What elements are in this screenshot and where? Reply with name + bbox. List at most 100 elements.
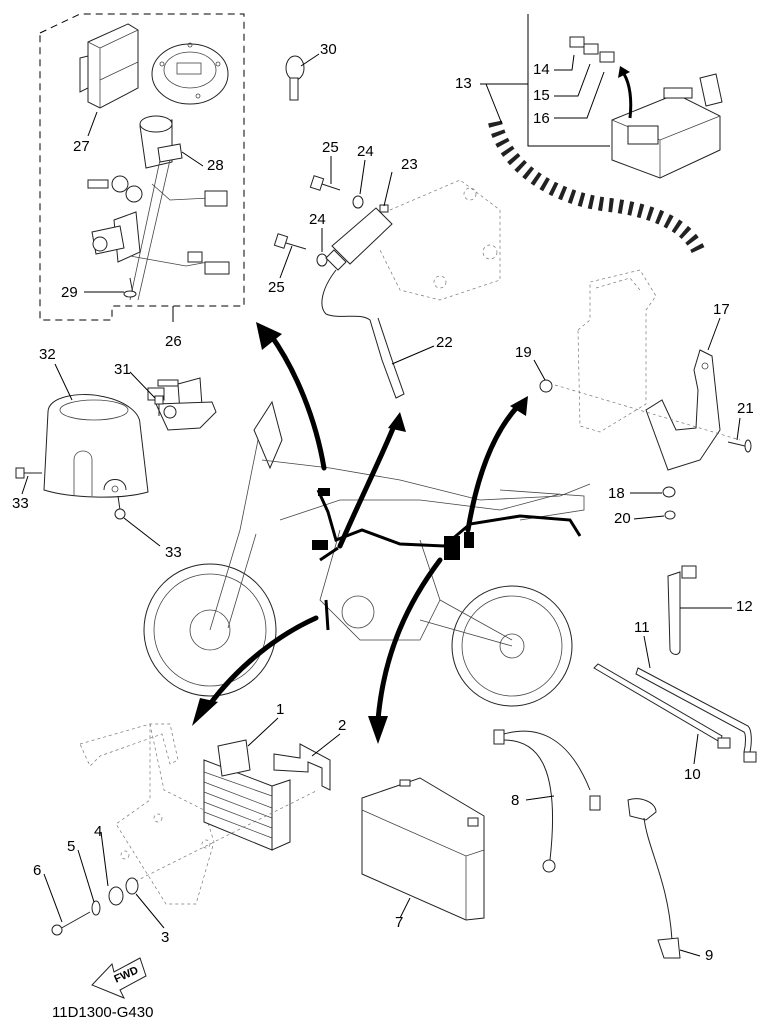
reference-code: 11D1300-G430 bbox=[52, 1004, 154, 1021]
screw-33-left-icon bbox=[15, 467, 42, 479]
leader-1 bbox=[247, 717, 279, 747]
callout-9: 9 bbox=[705, 947, 714, 964]
callout-2: 2 bbox=[338, 717, 347, 734]
leader-11 bbox=[643, 635, 651, 669]
arrow-to-regulator bbox=[207, 615, 319, 707]
leader-32 bbox=[54, 363, 73, 401]
callout-16: 16 bbox=[533, 110, 550, 127]
immobilizer-unit-icon bbox=[79, 23, 139, 109]
key-icon bbox=[87, 175, 143, 203]
washer-24-upper-icon bbox=[352, 195, 364, 209]
bolt-25-upper-icon bbox=[309, 175, 341, 191]
leader-33b bbox=[123, 517, 161, 547]
grommet-4-icon bbox=[108, 886, 124, 906]
leader-30 bbox=[300, 53, 320, 67]
arrow-to-battery bbox=[375, 557, 443, 723]
leader-5 bbox=[77, 849, 95, 903]
callout-33a: 33 bbox=[12, 495, 29, 512]
rectifier-regulator-icon bbox=[203, 739, 291, 851]
leader-28 bbox=[181, 151, 204, 167]
callout-20: 20 bbox=[614, 510, 631, 527]
callout-12: 12 bbox=[736, 598, 753, 615]
callout-1: 1 bbox=[276, 701, 285, 718]
callout-18: 18 bbox=[608, 485, 625, 502]
band-12-icon bbox=[667, 565, 697, 655]
bolt-31-icon bbox=[154, 395, 164, 416]
leader-22 bbox=[391, 345, 435, 365]
callout-32: 32 bbox=[39, 346, 56, 363]
leader-10 bbox=[693, 733, 699, 765]
battery-lead-icon bbox=[493, 729, 601, 873]
leader-7 bbox=[399, 897, 411, 919]
leader-33a bbox=[21, 475, 29, 495]
regulator-axis bbox=[129, 789, 319, 885]
leader-25b bbox=[279, 245, 293, 279]
bolt-6-icon bbox=[51, 911, 91, 936]
callout-27: 27 bbox=[73, 138, 90, 155]
leader-3 bbox=[135, 893, 165, 929]
screw-33-bottom-icon bbox=[114, 495, 126, 520]
leader-21 bbox=[736, 417, 741, 441]
leader-17 bbox=[707, 317, 721, 351]
callout-22: 22 bbox=[436, 334, 453, 351]
fuse-arrowhead bbox=[618, 66, 630, 78]
callout-4: 4 bbox=[94, 823, 103, 840]
callout-28: 28 bbox=[207, 157, 224, 174]
leader-23 bbox=[383, 171, 393, 207]
ignition-coil-icon bbox=[321, 179, 501, 399]
regulator-bracket-icon bbox=[273, 743, 331, 791]
callout-15: 15 bbox=[533, 87, 550, 104]
leader-16 bbox=[554, 71, 605, 119]
washer-24-lower-icon bbox=[316, 253, 328, 267]
forward-direction-icon bbox=[91, 957, 147, 999]
leader-24a bbox=[359, 159, 366, 195]
leader-6 bbox=[43, 873, 63, 923]
cable-tie-10-icon bbox=[593, 663, 731, 749]
callout-21: 21 bbox=[737, 400, 754, 417]
callout-33b: 33 bbox=[165, 544, 182, 561]
cable-tie-11-icon bbox=[635, 667, 757, 763]
callout-14: 14 bbox=[533, 61, 550, 78]
fuse-box-icon bbox=[611, 73, 723, 179]
callout-26: 26 bbox=[165, 333, 182, 350]
callout-13: 13 bbox=[455, 75, 472, 92]
arrowhead-regulator bbox=[192, 698, 218, 726]
leader-31 bbox=[129, 371, 156, 399]
washer-20-icon bbox=[664, 510, 676, 520]
leader-9 bbox=[679, 949, 701, 957]
callout-3: 3 bbox=[161, 929, 170, 946]
leader-27 bbox=[87, 111, 98, 137]
arrowhead-kit-26 bbox=[256, 322, 282, 350]
kit-26-boundary bbox=[39, 13, 245, 321]
motorcycle-illustration bbox=[143, 400, 591, 707]
nut-19-icon bbox=[539, 379, 553, 393]
leader-15 bbox=[554, 63, 591, 97]
harness-13-spiral bbox=[488, 120, 707, 258]
battery-icon bbox=[361, 777, 485, 921]
arrowhead-coil bbox=[388, 412, 406, 432]
ecu-icon bbox=[577, 269, 657, 433]
callout-6: 6 bbox=[33, 862, 42, 879]
callout-29: 29 bbox=[61, 284, 78, 301]
leader-13 bbox=[480, 83, 528, 125]
fuse-arrow bbox=[622, 73, 633, 119]
callout-17: 17 bbox=[713, 301, 730, 318]
leader-14 bbox=[554, 54, 575, 71]
arrow-to-ecu bbox=[465, 403, 521, 533]
switch-assembly-31-icon bbox=[147, 377, 217, 431]
arrow-to-coil bbox=[337, 423, 397, 549]
callout-7: 7 bbox=[395, 914, 404, 931]
callout-11: 11 bbox=[634, 619, 650, 636]
washer-5-icon bbox=[91, 900, 101, 916]
screw-29-icon bbox=[123, 277, 137, 298]
collar-3-icon bbox=[125, 877, 139, 895]
callout-23: 23 bbox=[401, 156, 418, 173]
arrow-to-kit-26 bbox=[267, 331, 327, 471]
leader-19 bbox=[533, 359, 546, 381]
leader-20 bbox=[633, 515, 665, 520]
callout-25a: 25 bbox=[322, 139, 339, 156]
fuses-icon bbox=[569, 36, 615, 63]
main-switch-icon bbox=[87, 115, 230, 301]
bolt-21-icon bbox=[727, 439, 752, 453]
